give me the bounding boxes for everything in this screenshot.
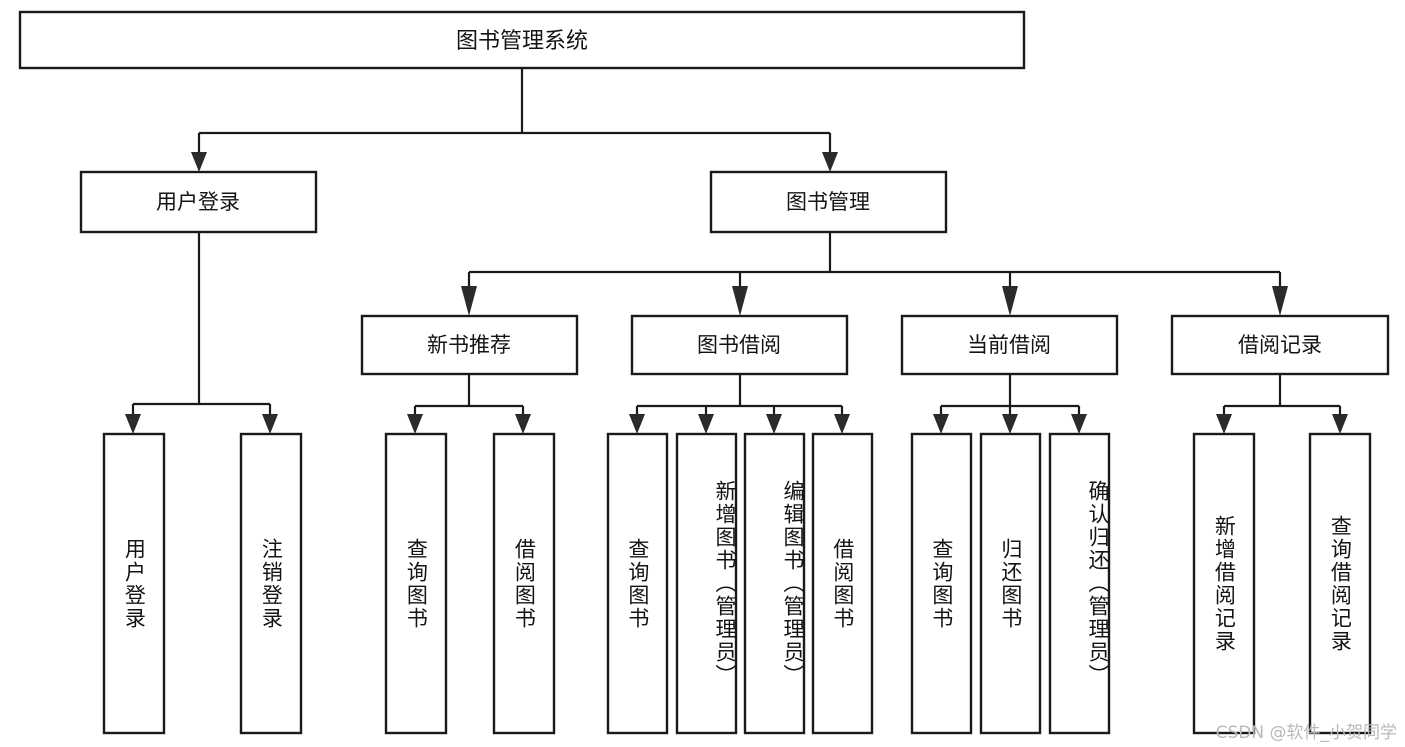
leaf-box-current-query[interactable] xyxy=(910,432,973,735)
arrow-newbook-leaf-2 xyxy=(515,414,531,434)
arrow-to-current-borrow xyxy=(1002,286,1018,316)
arrow-to-user-login xyxy=(191,152,207,172)
node-book-manage-label: 图书管理 xyxy=(786,190,870,214)
node-layer: 图书管理系统 用户登录 图书管理 新书推荐 图书借阅 xyxy=(18,10,1390,735)
arrow-to-book-manage xyxy=(822,152,838,172)
arrow-to-new-book-recommend xyxy=(461,286,477,316)
leaf-box-newbook-query[interactable] xyxy=(384,432,448,735)
leaf-box-user-login[interactable] xyxy=(102,432,166,735)
leaf-box-borrow-add[interactable] xyxy=(675,432,738,735)
node-book-manage-box[interactable] xyxy=(709,170,948,234)
arrow-borrowrecord-leaf-2 xyxy=(1332,414,1348,434)
arrow-bookborrow-leaf-1 xyxy=(629,414,645,434)
leaf-box-record-query[interactable] xyxy=(1308,432,1372,735)
connector-bookborrow-bus xyxy=(635,374,844,420)
connector-borrowrecord-bus xyxy=(1222,374,1342,420)
watermark: CSDN @软件_小贺同学 xyxy=(1215,723,1397,743)
node-user-login-box[interactable] xyxy=(79,170,318,234)
node-new-book-recommend-box[interactable] xyxy=(360,314,579,376)
node-root-box[interactable] xyxy=(18,10,1026,70)
arrow-bookborrow-leaf-2 xyxy=(698,414,714,434)
leaf-box-borrow-lend[interactable] xyxy=(811,432,874,735)
node-new-book-recommend[interactable]: 新书推荐 xyxy=(360,314,579,376)
leaf-box-current-confirm[interactable] xyxy=(1048,432,1111,735)
arrow-to-leaf-user-login xyxy=(125,414,141,434)
connector-newbook-bus xyxy=(413,374,525,420)
leaf-box-borrow-edit[interactable] xyxy=(743,432,806,735)
node-current-borrow-box[interactable] xyxy=(900,314,1119,376)
node-user-login-label: 用户登录 xyxy=(156,190,240,214)
arrow-bookborrow-leaf-4 xyxy=(834,414,850,434)
arrow-newbook-leaf-1 xyxy=(407,414,423,434)
arrow-currentborrow-leaf-1 xyxy=(933,414,949,434)
node-borrow-record[interactable]: 借阅记录 xyxy=(1170,314,1390,376)
node-book-borrow-box[interactable] xyxy=(630,314,849,376)
arrow-to-borrow-record xyxy=(1272,286,1288,316)
leaf-box-current-return[interactable] xyxy=(979,432,1042,735)
node-book-manage[interactable]: 图书管理 xyxy=(709,170,948,234)
connector-root-to-level2 xyxy=(197,68,832,158)
leaf-box-record-add[interactable] xyxy=(1192,432,1256,735)
node-borrow-record-label: 借阅记录 xyxy=(1238,333,1322,357)
arrow-bookborrow-leaf-3 xyxy=(766,414,782,434)
arrow-currentborrow-leaf-2 xyxy=(1002,414,1018,434)
node-borrow-record-box[interactable] xyxy=(1170,314,1390,376)
connector-bookmanage-bus xyxy=(467,232,1282,290)
node-current-borrow-label: 当前借阅 xyxy=(967,333,1051,357)
arrow-borrowrecord-leaf-1 xyxy=(1216,414,1232,434)
connector-userlogin-bus xyxy=(131,232,272,420)
node-current-borrow[interactable]: 当前借阅 xyxy=(900,314,1119,376)
leaf-box-borrow-query[interactable] xyxy=(606,432,669,735)
arrow-currentborrow-leaf-3 xyxy=(1071,414,1087,434)
arrow-to-book-borrow xyxy=(732,286,748,316)
node-user-login[interactable]: 用户登录 xyxy=(79,170,318,234)
arrow-to-leaf-logout xyxy=(262,414,278,434)
node-new-book-recommend-label: 新书推荐 xyxy=(427,333,511,357)
node-root[interactable]: 图书管理系统 xyxy=(18,10,1026,70)
leaf-box-logout[interactable] xyxy=(239,432,303,735)
connector-layer xyxy=(125,68,1348,434)
node-book-borrow-label: 图书借阅 xyxy=(697,333,781,357)
node-book-borrow[interactable]: 图书借阅 xyxy=(630,314,849,376)
connector-currentborrow-bus xyxy=(939,374,1081,420)
leaf-box-newbook-borrow[interactable] xyxy=(492,432,556,735)
node-root-label: 图书管理系统 xyxy=(456,29,588,54)
